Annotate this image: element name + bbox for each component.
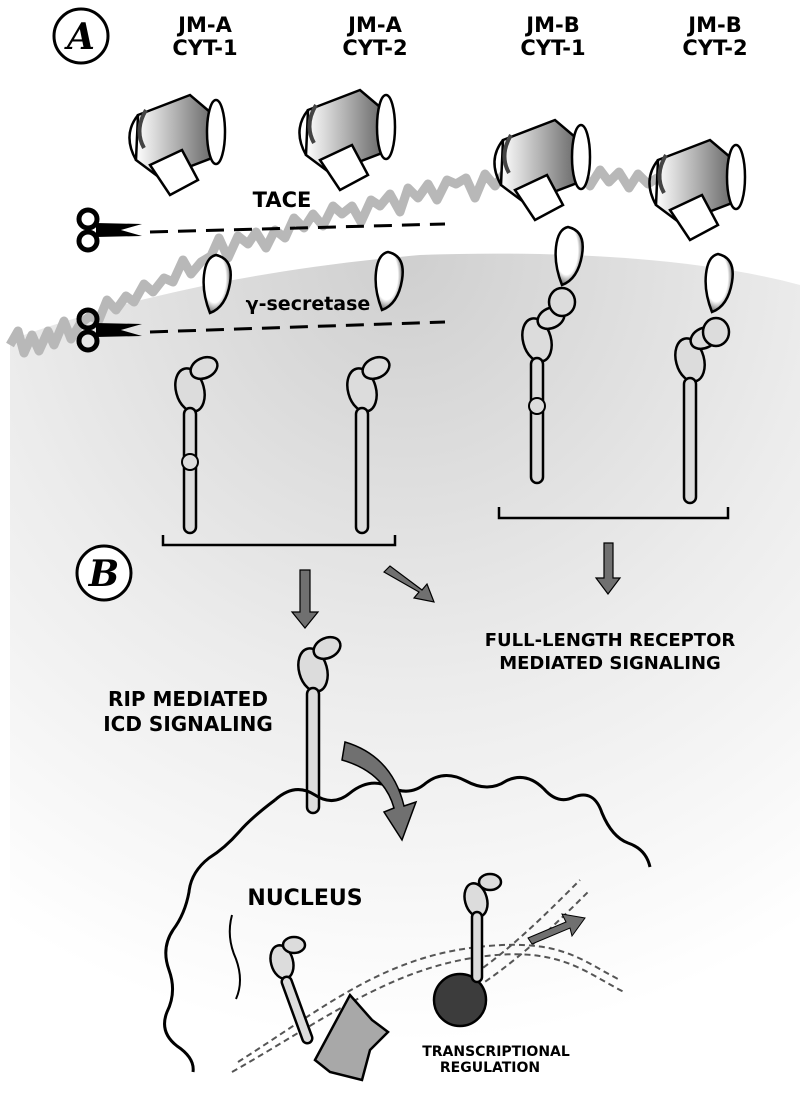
cyt1-box-marker	[529, 398, 545, 414]
transcriptional-regulation-line2: REGULATION	[440, 1060, 540, 1076]
rip-label-line2: ICD SIGNALING	[103, 712, 273, 736]
receptor-4-label-line1: JM-B	[686, 13, 741, 37]
gamma-secretase-label: γ-secretase	[246, 293, 371, 315]
receptor-2-label-line2: CYT-2	[342, 36, 407, 60]
receptor-3-label-line2: CYT-1	[520, 36, 585, 60]
extracellular-domain	[129, 95, 225, 195]
extracellular-domain	[494, 120, 590, 220]
jm-b-insert	[703, 318, 729, 346]
panel-a-letter: A	[64, 16, 95, 58]
full-length-label-line2: MEDIATED SIGNALING	[499, 653, 721, 674]
full-length-label-line1: FULL-LENGTH RECEPTOR	[485, 630, 736, 651]
receptor-4-label-line2: CYT-2	[682, 36, 747, 60]
rip-label-line1: RIP MEDIATED	[108, 687, 268, 711]
receptor-1-label-line1: JM-A	[176, 13, 232, 37]
jm-b-insert	[549, 288, 575, 316]
receptor-1-label-line2: CYT-1	[172, 36, 237, 60]
tace-label: TACE	[253, 188, 312, 212]
panel-b-marker: B	[77, 546, 131, 600]
receptor-2-label-line1: JM-A	[346, 13, 402, 37]
extracellular-domain	[649, 140, 745, 240]
transcriptional-regulation-line1: TRANSCRIPTIONAL	[422, 1044, 570, 1060]
receptor-3-label-line1: JM-B	[524, 13, 579, 37]
panel-b-letter: B	[88, 553, 119, 595]
nucleus-label: NUCLEUS	[247, 886, 362, 911]
cyt1-box-marker	[182, 454, 198, 470]
scissors-icon	[79, 210, 142, 250]
extracellular-domain	[299, 90, 395, 190]
panel-a-marker: A	[54, 9, 108, 63]
